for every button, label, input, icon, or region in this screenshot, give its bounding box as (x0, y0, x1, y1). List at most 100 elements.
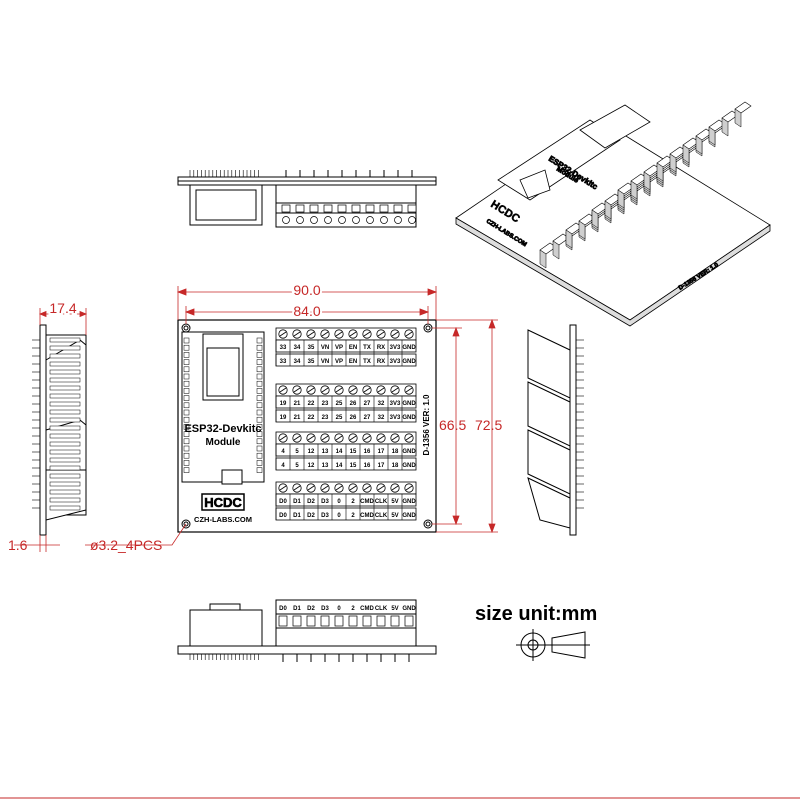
terminal-label: 3V3 (390, 345, 401, 351)
terminal-label: 22 (308, 401, 315, 407)
terminal-label: VP (335, 345, 343, 351)
header-pin-label: D1 (293, 513, 301, 519)
header-pin-label: EN (349, 359, 357, 365)
terminal-label: GND (402, 449, 416, 455)
left-side-view (32, 324, 87, 536)
header-pin-label: CLK (375, 513, 388, 519)
top-side-view (177, 170, 437, 228)
projection-symbol-icon (516, 629, 590, 661)
terminal-label: 34 (294, 345, 301, 351)
terminal-label: 12 (308, 449, 315, 455)
side-terminal-label: CMD (360, 606, 374, 612)
header-pin-label: 26 (350, 415, 357, 421)
dimension-lines (14, 286, 498, 552)
header-pin-label: 33 (280, 359, 287, 365)
header-pin-label: GND (402, 463, 416, 469)
terminal-label: 16 (364, 449, 371, 455)
terminal-label: D1 (293, 499, 301, 505)
terminal-label: 5 (295, 449, 299, 455)
terminal-label: CLK (375, 499, 388, 505)
side-terminal-label: D3 (321, 606, 329, 612)
terminal-label: 17 (378, 449, 385, 455)
terminal-label: RX (377, 345, 385, 351)
terminal-label: GND (402, 499, 416, 505)
terminal-label: D0 (279, 499, 287, 505)
dim-height-outer: 72.5 (475, 417, 502, 433)
terminal-label: 23 (322, 401, 329, 407)
side-terminal-label: D0 (279, 606, 287, 612)
header-pin-label: GND (402, 359, 416, 365)
dim-thickness: 1.6 (8, 537, 28, 553)
terminal-label: 26 (350, 401, 357, 407)
header-pin-label: 19 (280, 415, 287, 421)
size-unit-label: size unit:mm (475, 603, 597, 625)
terminal-label: 13 (322, 449, 329, 455)
dim-depth: 17.4 (49, 300, 76, 316)
header-pin-label: TX (363, 359, 371, 365)
dim-width-outer: 90.0 (293, 282, 320, 298)
header-pin-label: 27 (364, 415, 371, 421)
side-terminal-label: 5V (391, 606, 398, 612)
module-name-line1: ESP32-Devkitc (184, 423, 261, 435)
header-pin-label: GND (402, 513, 416, 519)
pcb-front-view: ESP32-Devkitc Module HCDC CZH-LABS.COM D… (177, 319, 437, 533)
header-pin-label: 23 (322, 415, 329, 421)
terminal-label: 25 (336, 401, 343, 407)
dim-hole-spec: ø3.2_4PCS (90, 537, 162, 553)
side-terminal-label: GND (402, 606, 416, 612)
terminal-label: 2 (351, 499, 355, 505)
terminal-label: 0 (337, 499, 341, 505)
header-pin-label: D0 (279, 513, 287, 519)
isometric-view: ESP32-Devkitc Module HCDC CZH-LABS.COM D… (455, 101, 771, 327)
header-pin-label: 5 (295, 463, 299, 469)
header-pin-label: 21 (294, 415, 301, 421)
side-terminal-label: D1 (293, 606, 301, 612)
header-pin-label: D2 (307, 513, 315, 519)
dim-height-holes: 66.5 (439, 417, 466, 433)
terminal-label: 19 (280, 401, 287, 407)
terminal-label: 21 (294, 401, 301, 407)
terminal-label: 18 (392, 449, 399, 455)
website-label: CZH-LABS.COM (194, 515, 252, 524)
header-pin-label: 17 (378, 463, 385, 469)
header-pin-label: D3 (321, 513, 329, 519)
side-terminal-label: D2 (307, 606, 315, 612)
header-pin-label: 35 (308, 359, 315, 365)
header-pin-label: 2 (351, 513, 355, 519)
header-pin-label: 25 (336, 415, 343, 421)
dimension-labels: 90.0 84.0 66.5 72.5 17.4 1.6 ø3.2_4PCS (8, 280, 502, 553)
header-pin-label: VN (321, 359, 329, 365)
terminal-label: D3 (321, 499, 329, 505)
terminal-blocks: 333334343535VNVNVPVPENENTXTXRXRX3V33V3GN… (275, 327, 417, 521)
brand-logo: HCDC (204, 495, 242, 510)
side-terminal-label: CLK (375, 606, 388, 612)
version-label: D-1356 VER: 1.0 (422, 394, 431, 455)
header-pin-label: 32 (378, 415, 385, 421)
terminal-label: 4 (281, 449, 285, 455)
header-pin-label: 15 (350, 463, 357, 469)
header-pin-label: 34 (294, 359, 301, 365)
header-pin-label: 13 (322, 463, 329, 469)
header-pin-label: 3V3 (390, 415, 401, 421)
header-pin-label: 12 (308, 463, 315, 469)
terminal-label: 5V (391, 499, 398, 505)
terminal-label: D2 (307, 499, 315, 505)
header-pin-label: RX (377, 359, 385, 365)
terminal-label: VN (321, 345, 329, 351)
dim-width-holes: 84.0 (293, 303, 320, 319)
terminal-label: 15 (350, 449, 357, 455)
side-terminal-label: 2 (351, 606, 355, 612)
side-terminal-label: 0 (337, 606, 341, 612)
header-pin-label: CMD (360, 513, 374, 519)
terminal-label: 14 (336, 449, 343, 455)
header-pin-label: 22 (308, 415, 315, 421)
terminal-label: 3V3 (390, 401, 401, 407)
header-pin-label: 18 (392, 463, 399, 469)
header-pin-label: 16 (364, 463, 371, 469)
terminal-label: 33 (280, 345, 287, 351)
terminal-label: 32 (378, 401, 385, 407)
module-name-line2: Module (206, 437, 241, 448)
terminal-label: 35 (308, 345, 315, 351)
